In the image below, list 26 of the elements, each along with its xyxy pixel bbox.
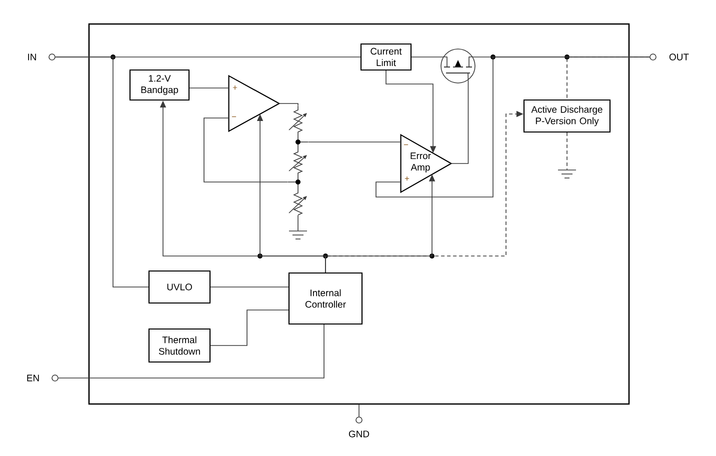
wire [210, 286, 289, 288]
wire [58, 324, 324, 378]
pin-label: IN [28, 54, 36, 60]
block-box: Active Discharge P-Version Only [523, 99, 611, 133]
dashed-wire [566, 132, 568, 170]
block-box: Internal Controller [288, 272, 363, 325]
wire [450, 80, 469, 164]
pin-label: OUT [669, 54, 689, 60]
ic-outline [88, 23, 630, 405]
block-box: Thermal Shutdown [148, 328, 211, 363]
ground-symbol [558, 170, 576, 178]
block-box: 1.2-V Bandgap [129, 69, 190, 101]
ground-symbol [288, 230, 308, 240]
wire [358, 404, 360, 417]
dashed-wire [566, 56, 650, 100]
block-box: UVLO [148, 270, 211, 304]
transistor-symbol [440, 48, 476, 84]
wire [204, 118, 288, 182]
wire [278, 103, 298, 106]
wire [55, 56, 149, 288]
wire [411, 56, 444, 58]
resistor-ladder [288, 106, 308, 216]
pin-label: EN [27, 374, 39, 382]
wire [210, 310, 289, 346]
block-box: Current Limit [360, 43, 412, 71]
pin-label: GND [348, 430, 370, 438]
